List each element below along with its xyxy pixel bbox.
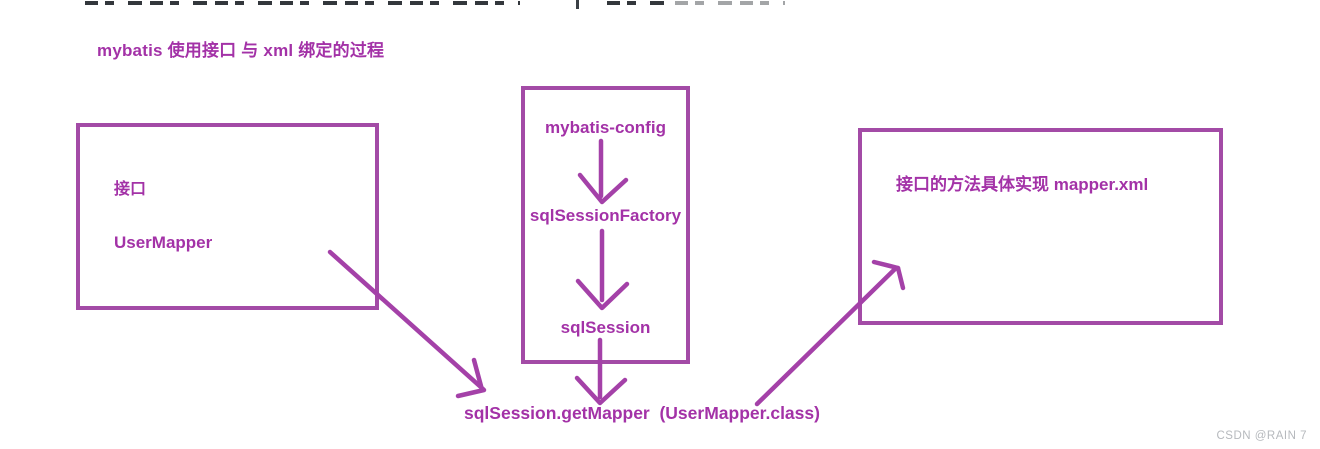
- step-sqlsession: sqlSession: [560, 318, 651, 337]
- watermark: CSDN @RAIN 7: [1216, 430, 1307, 442]
- clipped-text-bar: [576, 0, 579, 9]
- config-flow-box: mybatis-config sqlSessionFactory sqlSess…: [521, 86, 690, 364]
- interface-box-title: 接口: [114, 181, 147, 198]
- interface-box: 接口 UserMapper: [76, 123, 379, 310]
- clipped-text-fragment: [85, 1, 520, 5]
- step-mybatis-config: mybatis-config: [545, 118, 666, 137]
- step-sqlsessionfactory: sqlSessionFactory: [529, 206, 682, 225]
- diagram-title: mybatis 使用接口 与 xml 绑定的过程: [97, 41, 385, 60]
- mapper-xml-box: 接口的方法具体实现 mapper.xml: [858, 128, 1223, 325]
- clipped-text-fragment: [607, 1, 665, 5]
- interface-box-subtitle: UserMapper: [114, 233, 213, 252]
- get-mapper-label: sqlSession.getMapper (UserMapper.class): [464, 403, 820, 423]
- clipped-text-line: [0, 0, 1320, 9]
- mapper-xml-box-label: 接口的方法具体实现 mapper.xml: [896, 175, 1149, 194]
- clipped-text-fragment: [675, 1, 785, 5]
